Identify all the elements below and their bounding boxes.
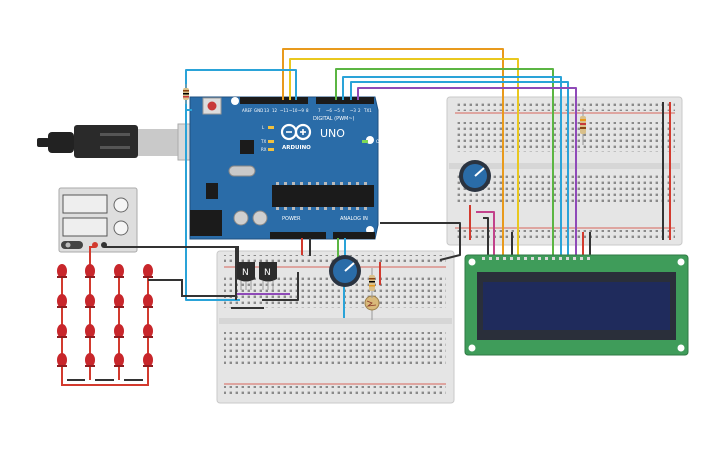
resistor-right[interactable] [580, 108, 586, 145]
transistor-1[interactable]: N [237, 262, 255, 290]
svg-text:~10: ~10 [289, 108, 298, 113]
arduino-model: UNO [320, 127, 345, 140]
power-header [270, 232, 326, 239]
svg-text:~5: ~5 [334, 108, 340, 113]
svg-text:7: 7 [318, 108, 321, 113]
voltage-knob[interactable] [113, 197, 129, 213]
transistor-2-label: N [264, 268, 271, 278]
resistor-bottom[interactable] [369, 268, 375, 298]
arduino-logo-icon [280, 123, 312, 141]
lcd-screen [483, 282, 670, 330]
led-array [57, 264, 153, 367]
power-label: POWER [282, 216, 301, 222]
svg-text:TX1: TX1 [363, 108, 372, 113]
transistor-2[interactable]: N [259, 262, 277, 290]
atmega-chip [272, 185, 374, 207]
breadboard-right[interactable] [446, 96, 683, 246]
arduino-uno-board[interactable]: AREF GND 13 12 ~11 ~10 ~9 8 7 ~6 ~5 4 ~3… [189, 96, 382, 240]
arduino-brand: ARDUINO [282, 145, 311, 151]
photoresistor[interactable] [364, 295, 380, 320]
svg-text:8: 8 [306, 108, 309, 113]
l-led-label: L [262, 125, 265, 130]
digital-label: DIGITAL (PWM~) [313, 116, 355, 122]
svg-text:~3: ~3 [350, 108, 356, 113]
digital-header-left [240, 97, 308, 104]
svg-text:2: 2 [358, 108, 361, 113]
analog-header [333, 232, 375, 239]
svg-text:GND: GND [254, 108, 263, 113]
wire-bundle [185, 48, 671, 318]
power-jack [190, 210, 222, 236]
svg-text:12: 12 [272, 108, 278, 113]
potentiometer-bottom[interactable] [329, 255, 361, 287]
svg-text:13: 13 [264, 108, 270, 113]
digital-header-right [316, 97, 374, 104]
lcd-display[interactable] [464, 254, 689, 356]
svg-text:4: 4 [342, 108, 345, 113]
on-led-label: ON [376, 139, 382, 144]
potentiometer-contrast[interactable] [459, 160, 491, 192]
svg-text:~6: ~6 [326, 108, 332, 113]
svg-text:~9: ~9 [298, 108, 304, 113]
analog-label: ANALOG IN [340, 216, 368, 222]
current-knob[interactable] [113, 220, 129, 236]
rx-led-label: RX [261, 147, 267, 152]
svg-text:~11: ~11 [280, 108, 289, 113]
power-supply-module[interactable] [58, 187, 138, 253]
svg-text:AREF: AREF [242, 108, 253, 113]
transistor-1-label: N [242, 268, 249, 278]
resistor-top-left[interactable] [183, 84, 189, 104]
tx-led-label: TX [260, 139, 266, 144]
reset-button[interactable] [207, 101, 217, 111]
